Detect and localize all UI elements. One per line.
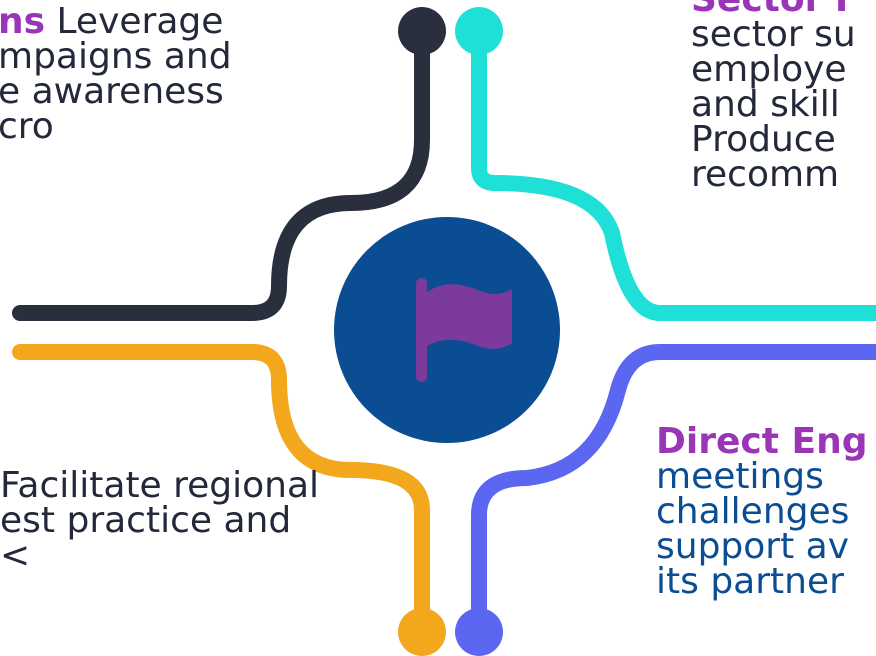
text-line: e awareness: [0, 71, 224, 112]
text-block-top-right: Sector F sector su employe and skill Pro…: [691, 0, 860, 195]
text-line: ns Leverage: [0, 1, 232, 42]
dark-connector-end-dot: [398, 7, 446, 55]
text-block-bottom-left: Facilitate regional est practice and <: [0, 465, 320, 576]
text-line: Produce: [691, 119, 836, 160]
text-block-bottom-right: Direct Eng meetings challenges support a…: [656, 421, 868, 602]
blue-connector: [471, 344, 876, 633]
text-line: Facilitate regional: [0, 465, 320, 506]
blue-connector-end-dot: [455, 608, 503, 656]
teal-connector: [471, 23, 876, 321]
flag-icon: [416, 278, 512, 382]
block-heading: Sector F: [691, 0, 860, 18]
block-heading: ns: [0, 1, 46, 42]
flag-cloth: [427, 284, 512, 349]
orange-connector: [12, 344, 430, 633]
text-line: challenges: [656, 491, 850, 532]
text-line: meetings: [656, 456, 824, 497]
text-line: mpaigns and: [0, 36, 232, 77]
text-line: <: [0, 535, 31, 576]
flag-pole: [416, 278, 427, 382]
text-run: Leverage: [45, 1, 224, 42]
orange-connector-end-dot: [398, 608, 446, 656]
text-block-top-left: ns Leverage mpaigns and e awareness cro: [0, 1, 232, 147]
text-line: sector su: [691, 14, 856, 55]
text-line: cro: [0, 106, 54, 147]
dark-connector: [12, 23, 430, 321]
text-line: its partner: [656, 561, 844, 602]
block-heading: Direct Eng: [656, 421, 868, 462]
text-line: recomm: [691, 154, 840, 195]
text-line: employe: [691, 49, 847, 90]
text-line: and skill: [691, 84, 840, 125]
text-line: support av: [656, 526, 850, 567]
text-line: est practice and: [0, 500, 292, 541]
teal-connector-end-dot: [455, 7, 503, 55]
